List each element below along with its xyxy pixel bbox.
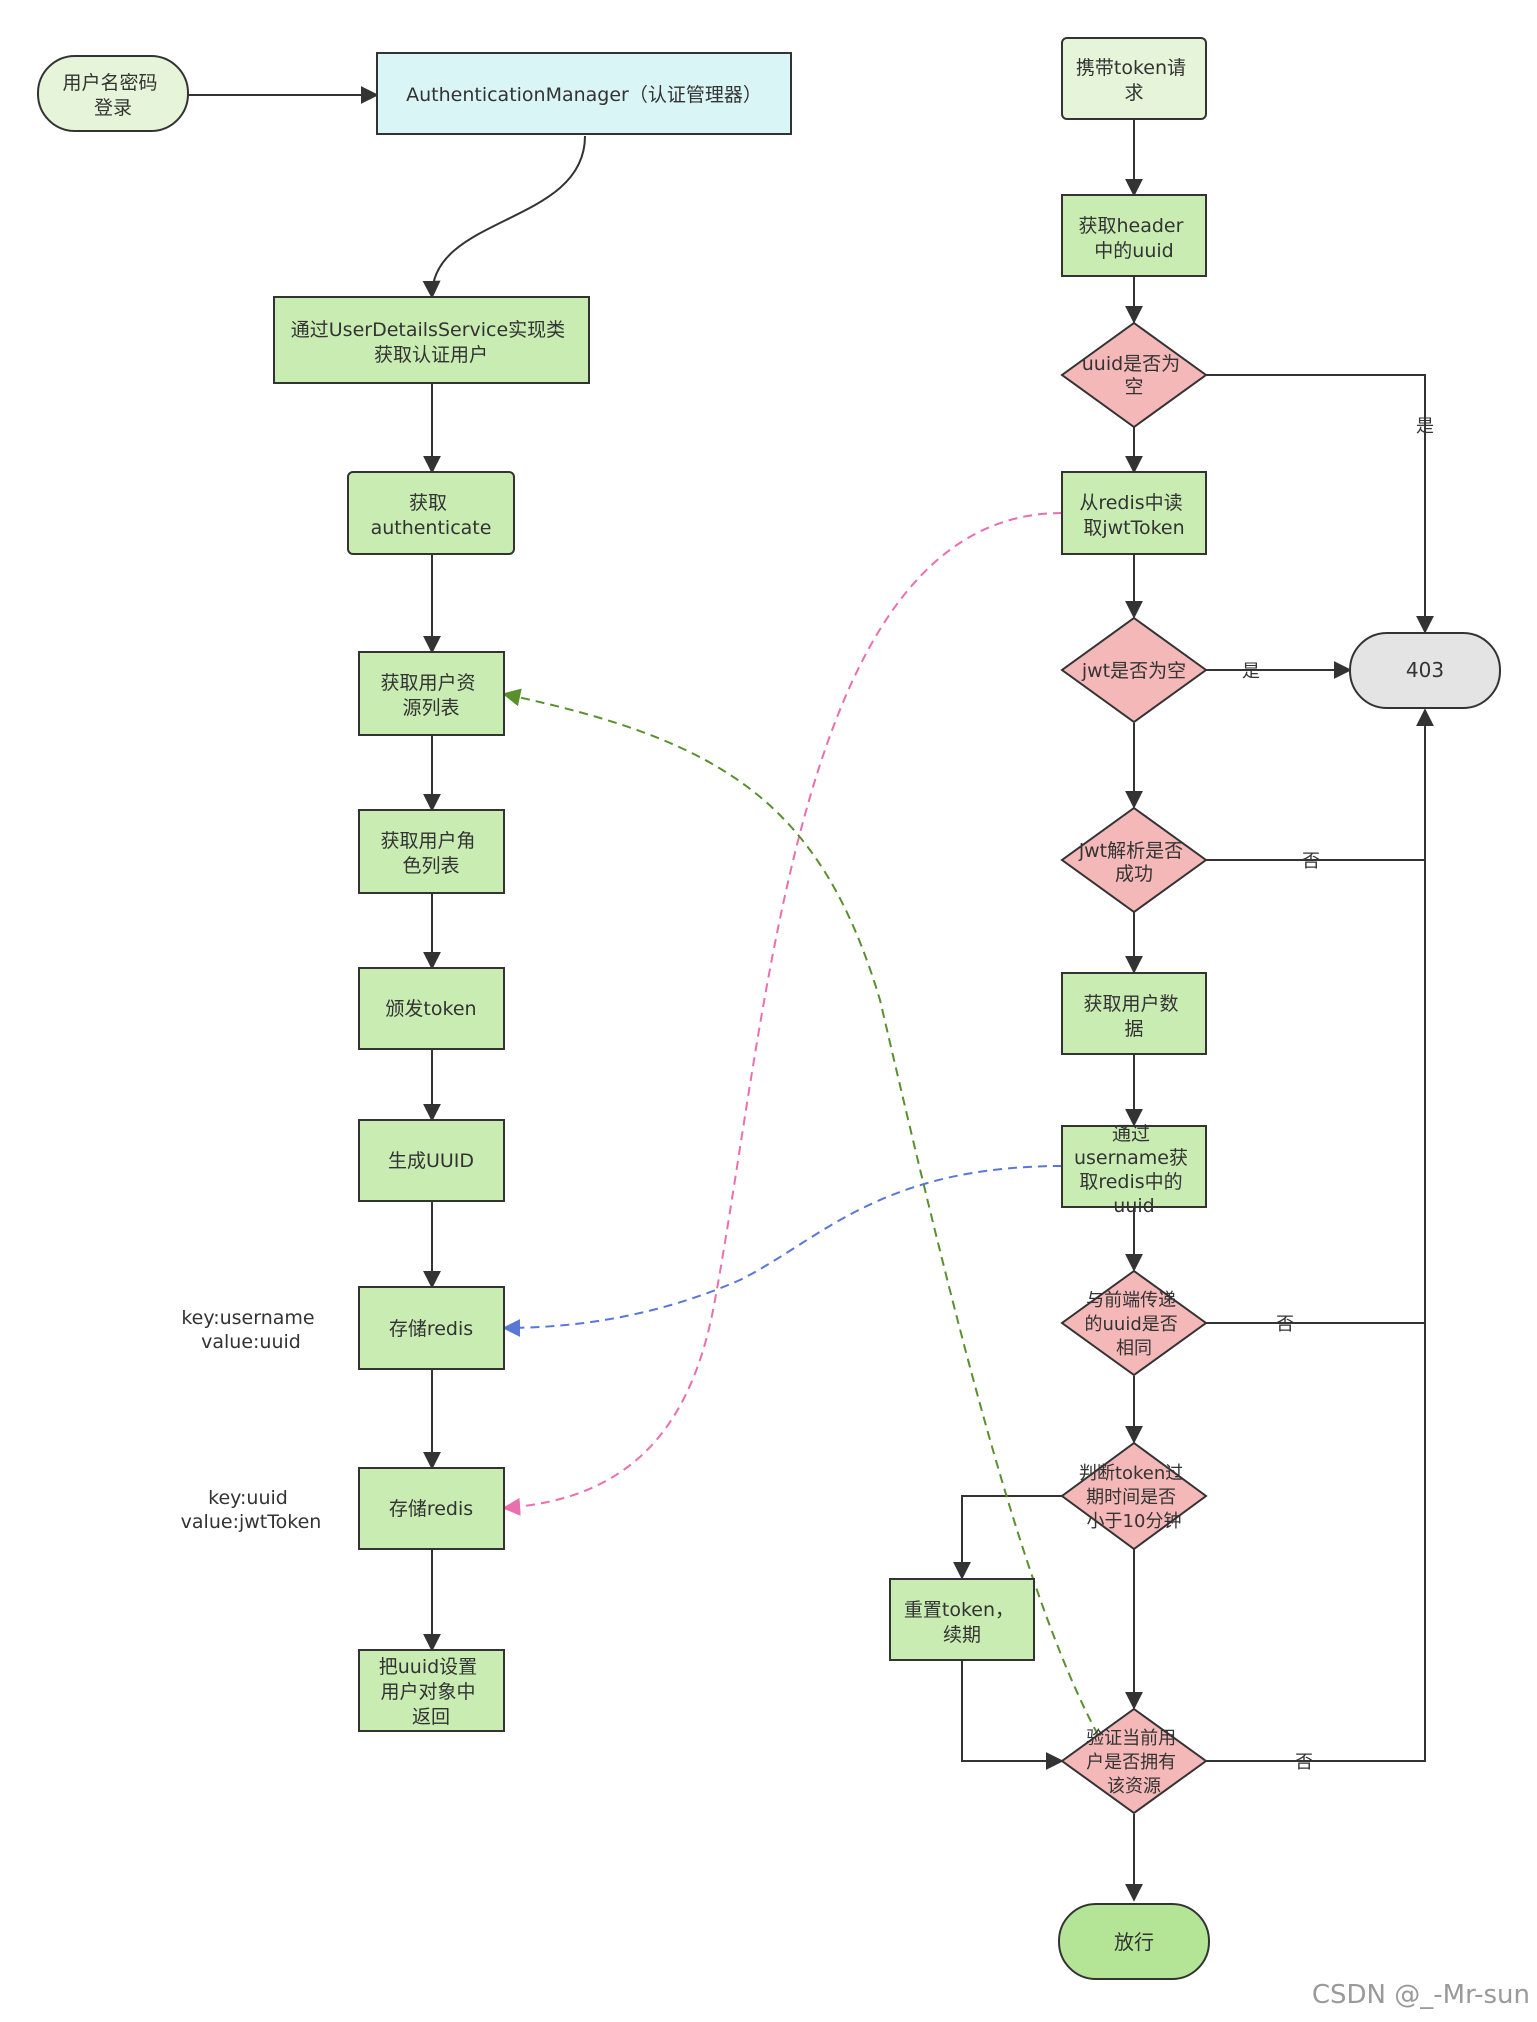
link-readjwt-to-redis2 [502, 512, 1063, 1516]
issue-token-label: 颁发token [385, 998, 476, 1020]
get-header-label: 获取header 中的uuid [1079, 215, 1190, 262]
get-header-node [1061, 194, 1207, 277]
set-uuid-node [358, 1649, 505, 1732]
edge-label-no-3: 否 [1295, 1752, 1313, 1773]
edge-manager-to-userdetails [422, 135, 586, 299]
pass-node [1058, 1903, 1210, 1980]
get-user-label: 获取用户数 据 [1083, 993, 1184, 1040]
edge-renew-to-verify [961, 1660, 1064, 1770]
uuid-empty-label: uuid是否为 空 [1082, 353, 1186, 398]
uuid-empty-decision [1060, 321, 1208, 429]
edge-verify-no-to-403 [1206, 708, 1434, 1762]
jwt-parse-decision [1060, 806, 1208, 914]
nodes-left [37, 52, 792, 1732]
renew-node [889, 1578, 1035, 1661]
watermark: CSDN @_-Mr-sun [1312, 1980, 1530, 2010]
get-auth-label: 获取 authenticate [371, 492, 492, 539]
get-auth-node [347, 471, 515, 555]
store-redis-1-label: 存储redis [389, 1318, 473, 1340]
forbidden-node [1349, 632, 1501, 709]
link-verify-to-resources [502, 688, 1099, 1736]
edge-expire-to-renew [953, 1495, 1062, 1580]
edge-label-no-1: 否 [1302, 851, 1320, 872]
same-uuid-decision [1060, 1269, 1208, 1377]
same-uuid-label: 与前端传递 的uuid是否 相同 [1085, 1290, 1184, 1359]
roles-label: 获取用户角 色列表 [380, 830, 481, 877]
user-details-node [273, 296, 590, 384]
auth-manager-label: AuthenticationManager（认证管理器） [406, 84, 762, 106]
expire-check-label: 判断token过 期时间是否 小于10分钟 [1079, 1463, 1189, 1532]
kv-uuid-annotation: key:uuid value:jwtToken [181, 1487, 322, 1533]
login-node [37, 55, 189, 132]
read-jwt-label: 从redis中读 取jwtToken [1079, 492, 1188, 539]
store-redis-2-label: 存储redis [389, 1498, 473, 1520]
renew-label: 重置token， 续期 [904, 1599, 1020, 1646]
get-redis-uuid-label: 通过 username获 取redis中的 uuid [1074, 1123, 1194, 1217]
read-jwt-node [1061, 471, 1207, 555]
set-uuid-label: 把uuid设置 用户对象中 返回 [379, 1656, 483, 1728]
verify-decision [1060, 1707, 1208, 1815]
token-request-node [1061, 37, 1207, 120]
kv-username-annotation: key:username value:uuid [181, 1307, 320, 1353]
user-details-label: 通过UserDetailsService实现类 获取认证用户 [291, 319, 571, 366]
edge-labels: 是 是 否 否 否 [1242, 416, 1434, 1773]
resources-node [358, 651, 505, 736]
edge-label-yes-1: 是 [1416, 416, 1434, 437]
annotations: key:username value:uuid key:uuid value:j… [181, 1307, 322, 1533]
login-label: 用户名密码 登录 [62, 72, 163, 119]
auth-manager-node [376, 52, 792, 135]
edges-right [953, 120, 1434, 1902]
store-redis-2-node [358, 1467, 505, 1550]
edge-label-no-2: 否 [1276, 1314, 1294, 1335]
node-labels: 用户名密码 登录 AuthenticationManager（认证管理器） 通过… [62, 57, 1444, 1954]
jwt-empty-decision [1060, 616, 1208, 724]
jwt-empty-label: jwt是否为空 [1081, 660, 1186, 682]
store-redis-1-node [358, 1286, 505, 1370]
edge-label-yes-2: 是 [1242, 661, 1260, 682]
issue-token-node [358, 967, 505, 1050]
edge-uuidempty-yes-to-403 [1206, 374, 1434, 634]
roles-node [358, 809, 505, 894]
cross-links [502, 512, 1099, 1736]
verify-label: 验证当前用 户是否拥有 该资源 [1086, 1728, 1182, 1797]
link-getredisuuid-to-redis1 [502, 1165, 1063, 1337]
get-redis-uuid-node [1061, 1125, 1207, 1208]
jwt-parse-label: jwt解析是否 成功 [1078, 840, 1189, 885]
expire-check-decision [1060, 1441, 1208, 1551]
gen-uuid-label: 生成UUID [388, 1150, 474, 1172]
nodes-right [889, 37, 1501, 1980]
pass-label: 放行 [1114, 1930, 1154, 1954]
forbidden-label: 403 [1406, 658, 1444, 682]
edges-left [188, 86, 586, 1652]
get-user-node [1061, 972, 1207, 1055]
resources-label: 获取用户资 源列表 [380, 672, 481, 719]
gen-uuid-node [358, 1119, 505, 1202]
token-request-label: 携带token请 求 [1076, 57, 1192, 104]
